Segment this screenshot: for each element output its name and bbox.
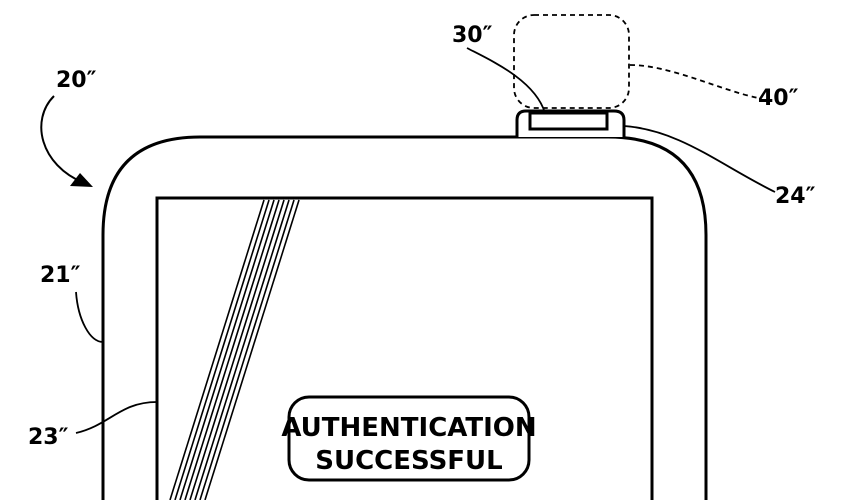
device-housing — [101, 135, 708, 500]
label-housing: 21″ — [40, 263, 81, 288]
leader-line-port — [623, 125, 776, 193]
message-line-2: SUCCESSFUL — [315, 446, 502, 476]
leader-line-display — [75, 401, 158, 434]
label-remote-device: 40″ — [758, 86, 799, 111]
label-port: 24″ — [775, 184, 816, 209]
label-sensor: 30″ — [452, 23, 493, 48]
label-display: 23″ — [28, 425, 69, 450]
screen-glare-hatching — [169, 199, 300, 500]
arrowhead-icon — [70, 173, 93, 187]
display-screen — [155, 196, 654, 500]
device-pointer-arrow — [40, 95, 85, 184]
label-device: 20″ — [56, 68, 97, 93]
leader-line-sensor — [466, 47, 546, 114]
message-line-1: AUTHENTICATION — [281, 413, 536, 443]
leader-line-housing — [75, 291, 104, 343]
authentication-message-box — [287, 395, 531, 482]
sensor-element — [528, 111, 609, 131]
remote-device-dashed — [513, 14, 630, 109]
leader-line-remote-device — [629, 64, 759, 99]
